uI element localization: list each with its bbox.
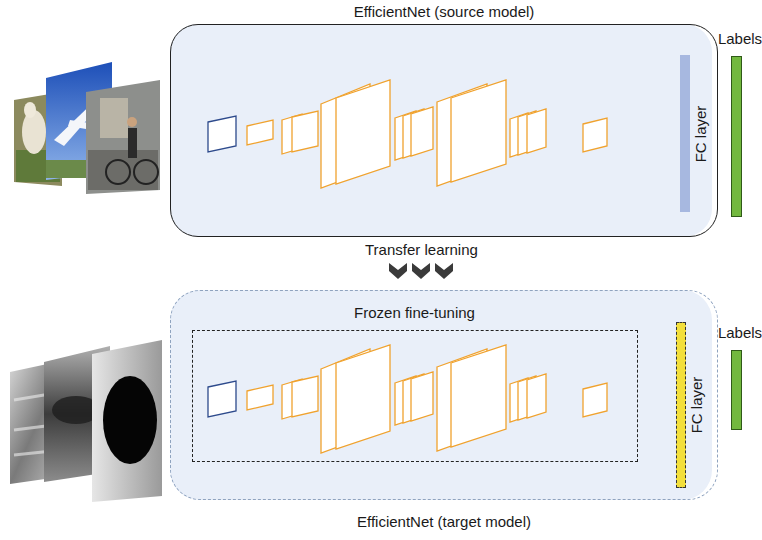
label-bar bbox=[731, 350, 742, 430]
transfer-label: Transfer learning bbox=[365, 241, 478, 259]
fc-layer: FC layer bbox=[680, 55, 712, 212]
labels-bar: Labels bbox=[714, 324, 762, 430]
node-label: FC layer bbox=[688, 376, 706, 433]
node-label: Labels bbox=[714, 324, 762, 342]
fc-bar bbox=[680, 55, 690, 212]
node-label: Labels bbox=[714, 30, 762, 48]
fc-layer: FC layer bbox=[676, 322, 708, 488]
node-label: EfficientNet (target model) bbox=[171, 513, 717, 531]
fc-bar bbox=[676, 322, 686, 488]
target-model-box: EfficientNet (target model)Frozen fine-t… bbox=[170, 290, 718, 500]
label-bar bbox=[731, 56, 742, 217]
source-model-box: EfficientNet (source model)FC layer bbox=[170, 24, 718, 237]
node-label: EfficientNet (source model) bbox=[171, 3, 717, 21]
labels-bar: Labels bbox=[714, 30, 762, 217]
frozen-region: Frozen fine-tuning bbox=[192, 330, 638, 462]
node-label: Frozen fine-tuning bbox=[193, 304, 637, 322]
node-label: FC layer bbox=[692, 105, 710, 162]
